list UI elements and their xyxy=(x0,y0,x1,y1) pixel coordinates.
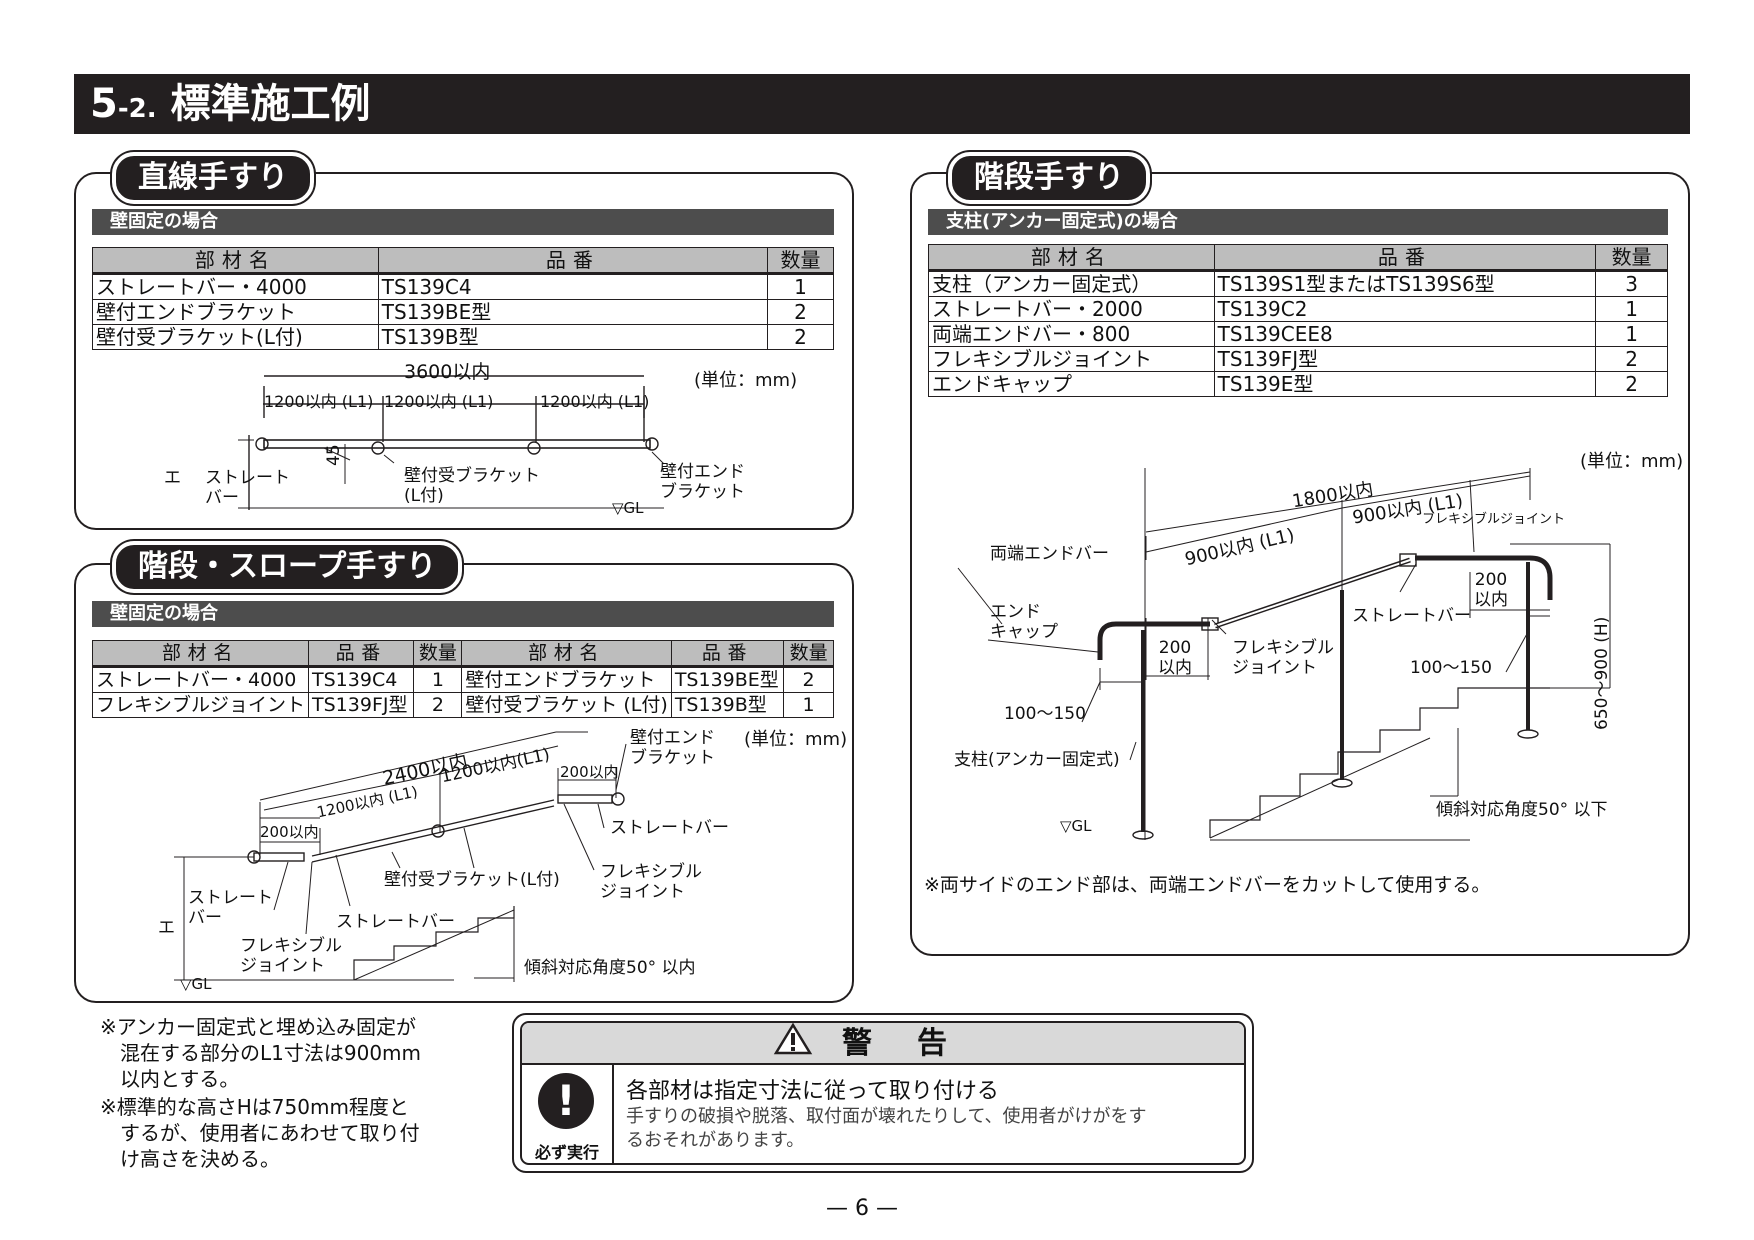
col-header: 数量 xyxy=(413,640,463,668)
stair-wall-label-flex-l: フレキシブル ジョイント xyxy=(240,936,342,976)
col-header: 数量 xyxy=(783,640,834,668)
must-do-label: 必ず実行 xyxy=(534,1143,599,1162)
warning-header: 警告 xyxy=(522,1023,1244,1065)
straight-dim-total: 3600以内 xyxy=(404,361,491,383)
col-header: 部材名 xyxy=(461,640,672,668)
stair-post-dim-200l: 200 以内 xyxy=(1158,638,1192,678)
stair-wall-unit: (単位：mm) xyxy=(744,729,848,750)
col-header: 品番 xyxy=(1213,244,1597,272)
col-header: 品番 xyxy=(670,640,785,668)
stair-wall-title: 階段・スロープ手すり xyxy=(112,541,463,593)
stair-wall-label-bar-r: ストレートバー xyxy=(610,818,729,838)
exclamation-icon: ! xyxy=(538,1073,594,1129)
stair-post-label-flex: フレキシブル ジョイント xyxy=(1232,638,1334,678)
warning-box: 警告 ! 必ず実行 各部材は指定寸法に従って取り付ける 手すりの破損や脱落、取付… xyxy=(512,1013,1254,1173)
stair-post-dim-100l: 100〜150 xyxy=(1004,704,1086,724)
warning-triangle-icon xyxy=(773,1023,813,1066)
warning-heading: 各部材は指定寸法に従って取り付ける xyxy=(626,1079,999,1104)
stair-wall-label-bracket: 壁付受ブラケット(L付) xyxy=(384,870,560,890)
straight-label-end: 壁付エンド ブラケット xyxy=(660,462,745,502)
stair-wall-dim-200a: 200以内 xyxy=(260,823,319,841)
stair-post-title: 階段手すり xyxy=(948,152,1150,204)
straight-label-bracket: 壁付受ブラケット (L付) xyxy=(404,466,540,506)
stair-post-dim-200r: 200 以内 xyxy=(1474,570,1508,610)
stair-wall-label-h: エ xyxy=(158,918,175,938)
col-header: 品番 xyxy=(377,247,769,275)
note-height: ※標準的な高さHは750mm程度と するが、使用者にあわせて取り付 け高さを決め… xyxy=(100,1095,420,1171)
col-header: 品番 xyxy=(308,640,415,668)
stair-wall-panel xyxy=(74,563,854,1003)
stair-post-label-flex-top: フレキシブルジョイント xyxy=(1422,512,1566,527)
stair-post-dim-height: 650〜900 (H) xyxy=(1592,616,1612,730)
straight-label-bar: ストレート バー xyxy=(205,468,290,508)
stair-wall-subbar: 壁固定の場合 xyxy=(92,601,834,627)
page-number: — 6 — xyxy=(826,1196,898,1221)
col-header: 部材名 xyxy=(91,640,310,668)
stair-post-label-bar: ストレートバー xyxy=(1352,606,1471,626)
note-l1: ※アンカー固定式と埋め込み固定が 混在する部分のL1寸法は900mm 以内とする… xyxy=(100,1015,422,1091)
stair-post-label-endbar: 両端エンドバー xyxy=(990,544,1109,564)
page-title: 5-2. 標準施工例 xyxy=(74,74,1690,134)
stair-wall-label-bar-l: ストレート バー xyxy=(188,888,273,928)
col-header: 部材名 xyxy=(92,247,379,275)
stair-post-label-angle: 傾斜対応角度50° 以下 xyxy=(1436,800,1608,820)
straight-dim-seg2: 1200以内 (L1) xyxy=(384,392,494,411)
col-header: 部材名 xyxy=(928,244,1215,272)
straight-unit: (単位：mm) xyxy=(694,370,798,391)
warning-left-cell: ! 必ず実行 xyxy=(522,1065,614,1163)
straight-dim-seg3: 1200以内 (L1) xyxy=(540,392,650,411)
stair-wall-diagram xyxy=(174,731,627,982)
stair-post-label-gl: ▽GL xyxy=(1060,817,1092,835)
stair-post-label-cap: エンド キャップ xyxy=(990,602,1058,642)
straight-handrail-title: 直線手すり xyxy=(112,152,314,204)
stair-wall-label-gl: ▽GL xyxy=(180,975,212,993)
stair-wall-label-flex-r: フレキシブル ジョイント xyxy=(600,862,702,902)
stair-post-parts-table: 部材名 品番 数量 支柱（アンカー固定式）TS139S1型またはTS139S6型… xyxy=(928,244,1668,397)
stair-post-subbar: 支柱(アンカー固定式)の場合 xyxy=(928,209,1668,235)
stair-wall-label-bar-m: ストレートバー xyxy=(336,912,455,932)
stair-wall-label-angle: 傾斜対応角度50° 以内 xyxy=(524,958,696,978)
stair-post-note: ※両サイドのエンド部は、両端エンドバーをカットして使用する。 xyxy=(924,874,1491,896)
stair-wall-dim-200b: 200以内 xyxy=(560,763,619,781)
col-header: 数量 xyxy=(767,247,834,275)
straight-dim-45: 45 xyxy=(324,444,344,466)
straight-dim-seg1: 1200以内 (L1) xyxy=(264,392,374,411)
stair-post-dim-100r: 100〜150 xyxy=(1410,658,1492,678)
straight-label-gl: ▽GL xyxy=(612,499,644,517)
col-header: 数量 xyxy=(1595,244,1668,272)
stair-post-diagram xyxy=(957,468,1611,841)
stair-post-unit: (単位：mm) xyxy=(1580,451,1684,472)
straight-label-h: エ xyxy=(164,468,181,488)
stair-wall-label-end: 壁付エンド ブラケット xyxy=(630,728,715,768)
straight-subbar: 壁固定の場合 xyxy=(92,209,834,235)
straight-diagram xyxy=(238,375,665,510)
warning-body: 手すりの破損や脱落、取付面が壊れたりして、使用者がけがをす るおそれがあります。 xyxy=(626,1106,1147,1151)
stair-post-label-post: 支柱(アンカー固定式) xyxy=(954,750,1120,770)
